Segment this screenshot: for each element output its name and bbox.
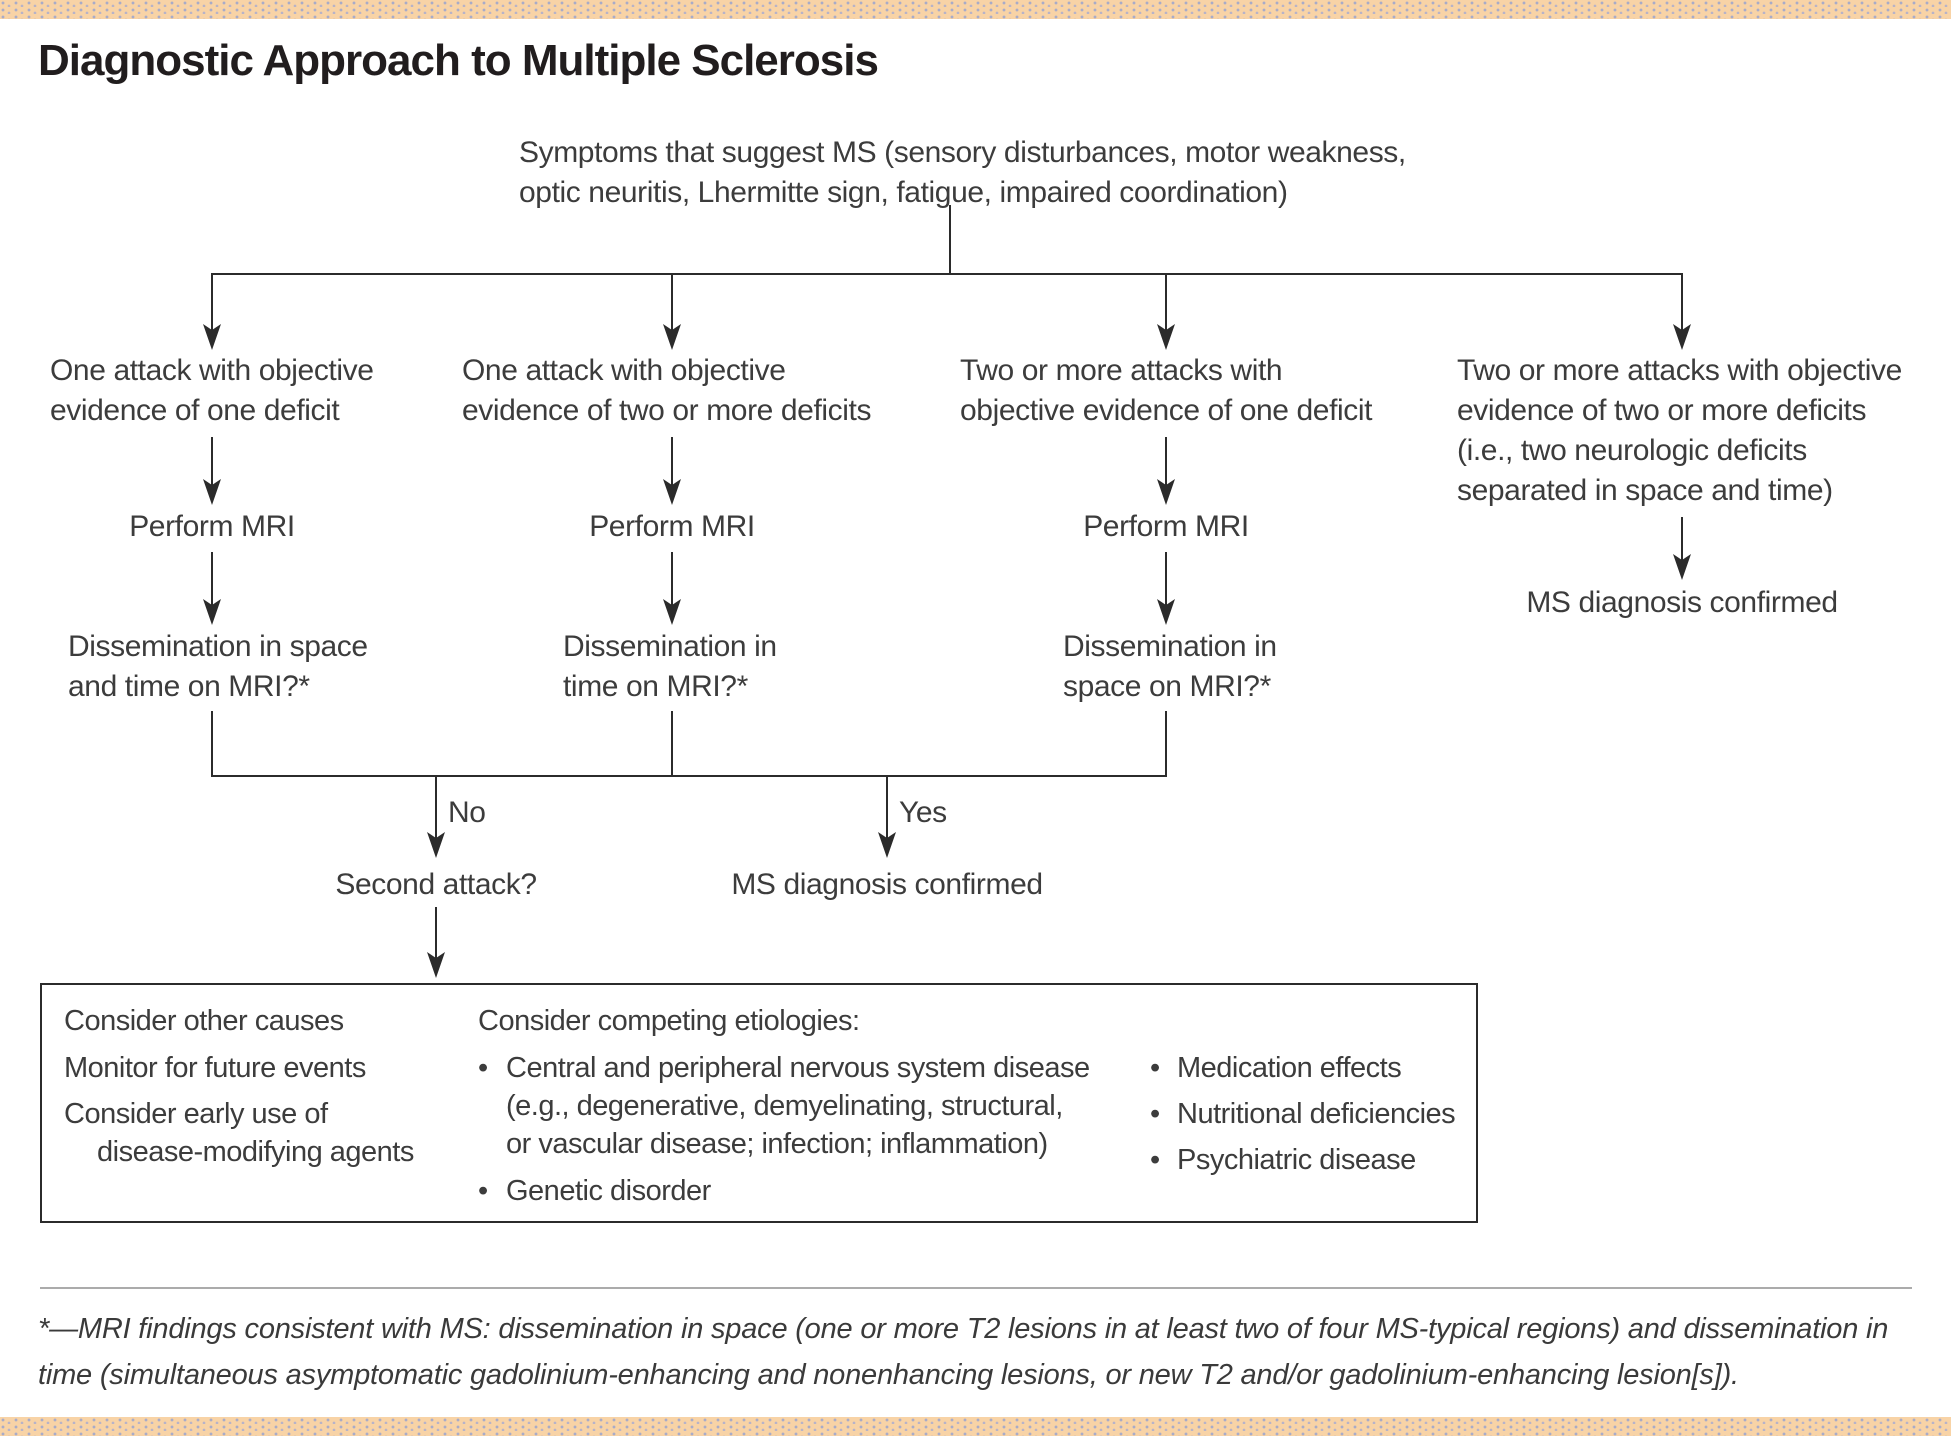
question-merge-lines: [211, 711, 1167, 777]
arrow-second-attack-to-box: [427, 907, 445, 978]
arrow-to-mri-2: [663, 437, 681, 505]
arrow-to-question-1: [203, 552, 221, 625]
arrow-to-question-2: [663, 552, 681, 625]
footnote: *—MRI findings consistent with MS: disse…: [38, 1313, 1889, 1391]
arrow-to-question-3: [1157, 552, 1175, 625]
yes-label: Yes: [899, 796, 947, 829]
mgmt-middle-bullet-1-line-2: (e.g., degenerative, demyelinating, stru…: [506, 1090, 1063, 1122]
bullet-icon: •: [1150, 1052, 1160, 1084]
second-attack-node: Second attack?: [335, 868, 537, 901]
branch-4-condition: Two or more attacks with objective evide…: [1457, 354, 1902, 507]
root-stem: [211, 205, 1683, 275]
mgmt-middle-bullet-1-line-3: or vascular disease; infection; inflamma…: [506, 1128, 1048, 1160]
mgmt-right-bullet-3: Psychiatric disease: [1177, 1144, 1416, 1176]
top-accent-bar: [0, 0, 1951, 19]
arrow-branch-1: [203, 273, 221, 350]
mgmt-middle-heading: Consider competing etiologies:: [478, 1005, 860, 1037]
mgmt-middle-bullet-1-line-1: Central and peripheral nervous system di…: [506, 1052, 1090, 1084]
bottom-accent-bar: [0, 1417, 1951, 1436]
arrow-branch-3: [1157, 273, 1175, 350]
branch-3-condition: Two or more attacks with objective evide…: [960, 354, 1373, 427]
bullet-icon: •: [478, 1175, 488, 1207]
mgmt-right-bullet-1: Medication effects: [1177, 1052, 1402, 1084]
perform-mri-1: Perform MRI: [129, 510, 295, 543]
mgmt-left-item-1: Consider other causes: [64, 1005, 344, 1037]
mgmt-middle-bullet-2: Genetic disorder: [506, 1175, 711, 1207]
bullet-icon: •: [478, 1052, 488, 1084]
arrow-to-mri-3: [1157, 437, 1175, 505]
arrow-branch-2: [663, 273, 681, 350]
mgmt-left-item-2: Monitor for future events: [64, 1052, 366, 1084]
bullet-icon: •: [1150, 1144, 1160, 1176]
root-node: Symptoms that suggest MS (sensory distur…: [519, 136, 1406, 209]
arrow-no: [427, 775, 445, 858]
question-3: Dissemination in space on MRI?*: [1063, 630, 1277, 703]
management-box: [40, 983, 1478, 1223]
question-1: Dissemination in space and time on MRI?*: [68, 630, 368, 703]
perform-mri-2: Perform MRI: [589, 510, 755, 543]
question-2: Dissemination in time on MRI?*: [563, 630, 777, 703]
ms-confirmed-node: MS diagnosis confirmed: [731, 868, 1043, 901]
branch-4-outcome: MS diagnosis confirmed: [1526, 586, 1838, 619]
mgmt-left-item-3-line-2: disease-modifying agents: [97, 1136, 414, 1168]
mgmt-left-item-3-line-1: Consider early use of: [64, 1098, 328, 1130]
page-title: Diagnostic Approach to Multiple Sclerosi…: [38, 36, 879, 85]
no-label: No: [448, 796, 486, 829]
perform-mri-3: Perform MRI: [1083, 510, 1249, 543]
arrow-yes: [878, 775, 896, 858]
arrow-branch-4: [1673, 273, 1691, 350]
bullet-icon: •: [1150, 1098, 1160, 1130]
mgmt-right-bullet-2: Nutritional deficiencies: [1177, 1098, 1456, 1130]
branch-2-condition: One attack with objective evidence of tw…: [462, 354, 872, 427]
arrow-branch-4-confirmed: [1673, 517, 1691, 580]
arrow-to-mri-1: [203, 437, 221, 505]
branch-1-condition: One attack with objective evidence of on…: [50, 354, 374, 427]
